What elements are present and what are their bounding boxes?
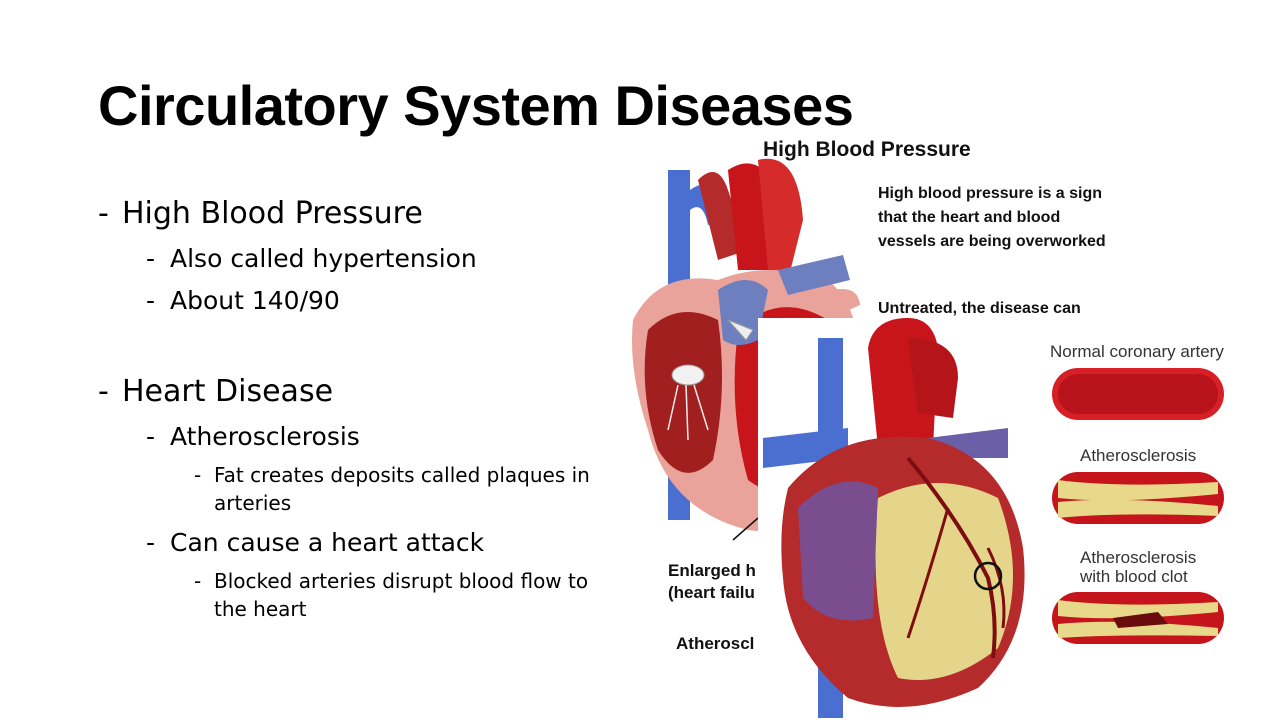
clot-artery-label-line1: Atherosclerosis: [1080, 548, 1197, 567]
heart-and-arteries-drawing: [763, 318, 1224, 718]
bullet-blocked-arteries: - Blocked arteries disrupt blood flow to…: [194, 569, 589, 621]
hbp-untreated-text: Untreated, the disease can: [878, 300, 1081, 317]
hbp-figure-title: High Blood Pressure: [763, 138, 971, 161]
hbp-atherosclerosis-label: Atheroscl: [676, 634, 755, 653]
hbp-figure-description: High blood pressure is a sign that the h…: [878, 185, 1106, 250]
atherosclerosis-illustration: Normal coronary artery Atherosclerosis A…: [758, 318, 1280, 720]
normal-artery-label: Normal coronary artery: [1050, 342, 1224, 361]
atherosclerosis-artery-label: Atherosclerosis: [1080, 446, 1197, 465]
slide-title: Circulatory System Diseases: [98, 74, 854, 137]
hbp-enlarged-label: Enlarged h (heart failu: [668, 561, 756, 602]
bullet-plaques: - Fat creates deposits called plaques in…: [194, 463, 590, 515]
clot-artery-label-line2: with blood clot: [1080, 567, 1188, 586]
